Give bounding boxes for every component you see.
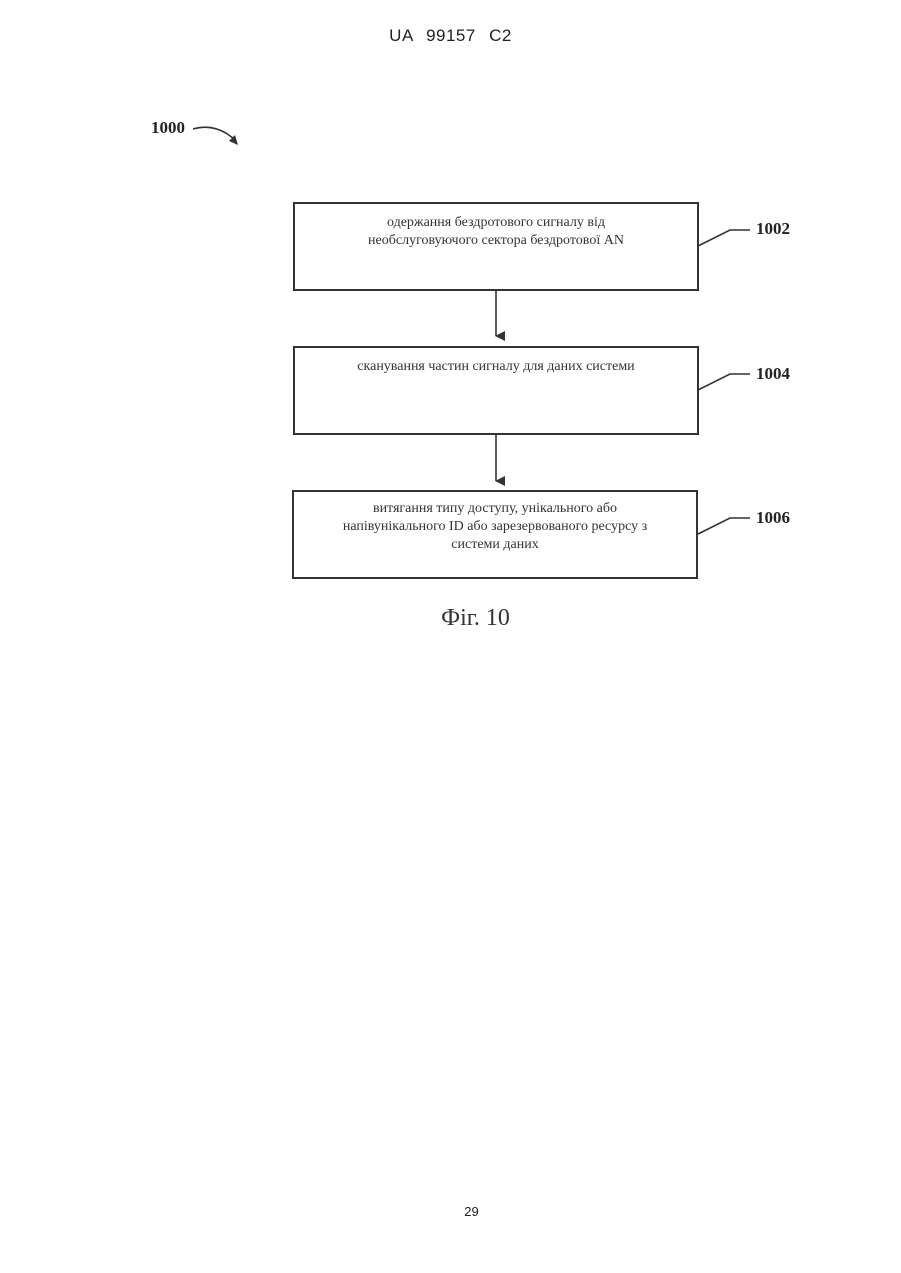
step-1006-text-line-2: напівунікального ID або зарезервованого … xyxy=(314,518,676,536)
step-ref-1002: 1002 xyxy=(756,219,790,239)
step-1002-text-line-1: одержання бездротового сигналу від xyxy=(315,214,677,232)
step-ref-1004: 1004 xyxy=(756,364,790,384)
step-box-1004: сканування частин сигналу для даних сист… xyxy=(293,346,699,435)
step-1006-text-line-1: витягання типу доступу, унікального або xyxy=(314,500,676,518)
leader-1002 xyxy=(698,230,750,246)
step-1004-text-line-1: сканування частин сигналу для даних сист… xyxy=(315,358,677,376)
figure-caption: Фіг. 10 xyxy=(0,605,901,632)
leader-1004 xyxy=(698,374,750,390)
step-box-1002: одержання бездротового сигналу від необс… xyxy=(293,202,699,291)
step-box-1006: витягання типу доступу, унікального або … xyxy=(292,490,698,579)
step-1006-text-line-3: системи даних xyxy=(314,536,676,554)
leader-1006 xyxy=(698,518,750,534)
page-number: 29 xyxy=(0,1204,901,1219)
step-ref-1006: 1006 xyxy=(756,508,790,528)
diagram-ref-arrow xyxy=(193,127,236,141)
step-1002-text-line-2: необслуговуючого сектора бездротової AN xyxy=(315,232,677,250)
